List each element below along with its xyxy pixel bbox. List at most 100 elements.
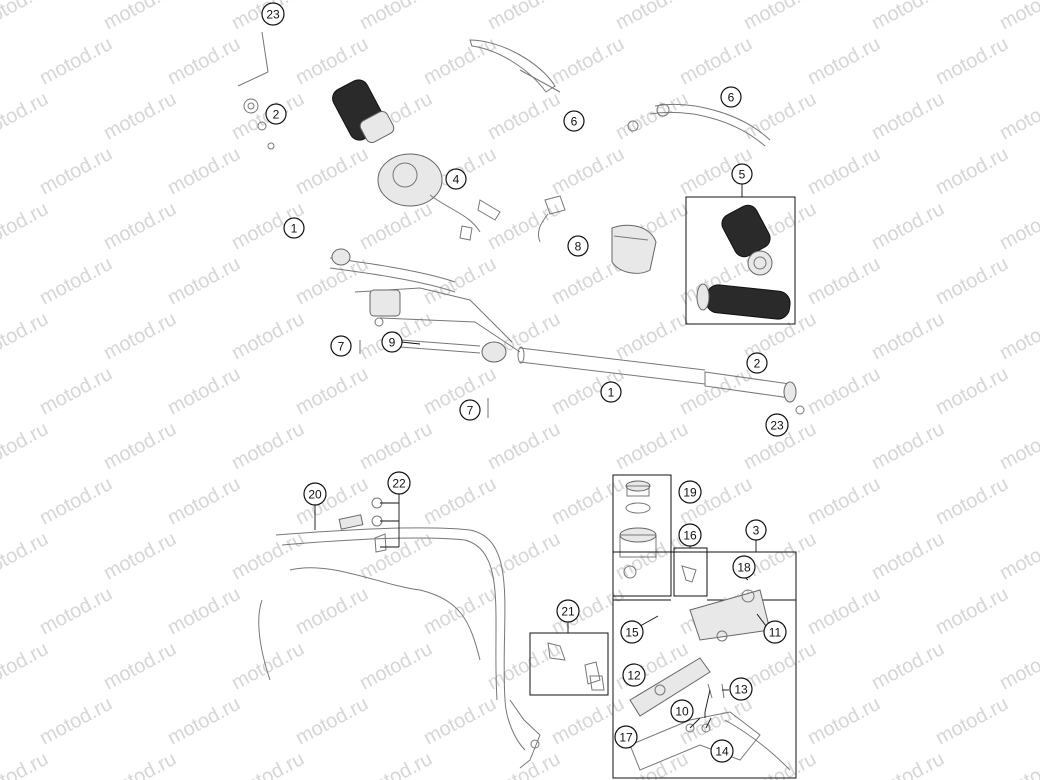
callout-circle (620, 620, 644, 644)
callout-c20: 20 (303, 482, 327, 506)
watermark-text: motod.ru (804, 33, 884, 89)
watermark-text: motod.ru (292, 583, 372, 639)
callout-label: 9 (389, 336, 396, 350)
callout-label: 3 (753, 524, 760, 538)
watermark-text: motod.ru (484, 748, 564, 780)
callout-c7b: 7 (459, 399, 481, 421)
watermark-text: motod.ru (612, 308, 692, 364)
callout-c10: 10 (670, 699, 694, 723)
watermark-text: motod.ru (356, 748, 436, 780)
watermark-text: motod.ru (804, 253, 884, 309)
callout-c15: 15 (620, 620, 644, 644)
watermark-text: motod.ru (676, 33, 756, 89)
part-bolt-23-top (237, 31, 275, 150)
watermark-text: motod.ru (228, 748, 308, 780)
callout-circle (459, 399, 481, 421)
callout-circle (745, 519, 767, 541)
watermark-text: motod.ru (164, 253, 244, 309)
callout-c2b: 2 (746, 352, 768, 374)
part-handguard-6 (627, 103, 771, 147)
callout-circle (720, 86, 742, 108)
callout-circle (763, 620, 787, 644)
part-box-19 (612, 474, 672, 597)
callout-circle (710, 739, 734, 763)
watermark-text: motod.ru (0, 0, 52, 34)
callout-circle (303, 482, 327, 506)
watermark-text: motod.ru (804, 693, 884, 749)
callout-circle (381, 331, 403, 353)
watermark-text: motod.ru (996, 308, 1040, 364)
callout-circle (678, 523, 702, 547)
watermark-text: motod.ru (484, 418, 564, 474)
callout-c13: 13 (729, 677, 753, 701)
callout-c18: 18 (732, 555, 756, 579)
watermark-text: motod.ru (740, 748, 820, 780)
watermark-text: motod.ru (484, 528, 564, 584)
callout-c21: 21 (556, 599, 580, 623)
watermark-text: motod.ru (36, 473, 116, 529)
watermark-text: motod.ru (932, 693, 1012, 749)
callout-label: 8 (575, 240, 582, 254)
callout-label: 12 (627, 669, 641, 683)
callout-c17: 17 (614, 725, 638, 749)
watermark-text: motod.ru (36, 363, 116, 419)
watermark-text: motod.ru (36, 143, 116, 199)
watermark-text: motod.ru (420, 583, 500, 639)
callout-circle (387, 471, 411, 495)
watermark-text: motod.ru (420, 33, 500, 89)
watermark-text: motod.ru (100, 528, 180, 584)
callout-c6a: 6 (563, 110, 585, 132)
callout-label: 17 (619, 731, 633, 745)
watermark-text: motod.ru (996, 418, 1040, 474)
part-throttle-grip (332, 79, 395, 144)
callout-label: 7 (338, 340, 345, 354)
callout-c1a: 1 (283, 217, 305, 239)
callout-circle (556, 599, 580, 623)
callout-label: 10 (675, 705, 689, 719)
watermark-text: motod.ru (548, 143, 628, 199)
callout-c8: 8 (567, 235, 589, 257)
watermark-text: motod.ru (868, 0, 948, 34)
watermark-text: motod.ru (292, 693, 372, 749)
watermark-text: motod.ru (484, 88, 564, 144)
watermark-text: motod.ru (228, 528, 308, 584)
callout-label: 21 (561, 605, 575, 619)
callout-c22: 22 (387, 471, 411, 495)
callout-label: 18 (737, 561, 751, 575)
callout-circle (614, 725, 638, 749)
watermark-text: motod.ru (420, 693, 500, 749)
watermark-text: motod.ru (228, 308, 308, 364)
callout-circle (563, 110, 585, 132)
callout-label: 1 (608, 386, 615, 400)
watermark-text: motod.ru (612, 418, 692, 474)
callout-label: 14 (715, 745, 729, 759)
watermark-text: motod.ru (356, 0, 436, 34)
callout-label: 22 (392, 477, 406, 491)
callout-c14: 14 (710, 739, 734, 763)
watermark-text: motod.ru (868, 198, 948, 254)
callout-c16: 16 (678, 523, 702, 547)
watermark-text: motod.ru (164, 693, 244, 749)
watermark-text: motod.ru (996, 528, 1040, 584)
part-mirror-shield (469, 39, 561, 93)
watermark-text: motod.ru (996, 198, 1040, 254)
part-box-3 (612, 551, 797, 779)
watermark-text: motod.ru (996, 638, 1040, 694)
callout-label: 20 (308, 488, 322, 502)
callout-label: 23 (770, 419, 784, 433)
watermark-text: motod.ru (868, 748, 948, 780)
watermark-text: motod.ru (100, 308, 180, 364)
callout-c7a: 7 (330, 335, 352, 357)
part-grip-box-5 (685, 196, 796, 325)
callout-c9: 9 (381, 331, 403, 353)
callout-circle (746, 352, 768, 374)
watermark-text: motod.ru (996, 748, 1040, 780)
watermark-text: motod.ru (100, 198, 180, 254)
watermark-text: motod.ru (932, 143, 1012, 199)
watermark-text: motod.ru (164, 473, 244, 529)
callout-circle (445, 168, 467, 190)
part-box-21 (529, 632, 609, 696)
watermark-text: motod.ru (0, 88, 52, 144)
callout-label: 1 (291, 222, 298, 236)
